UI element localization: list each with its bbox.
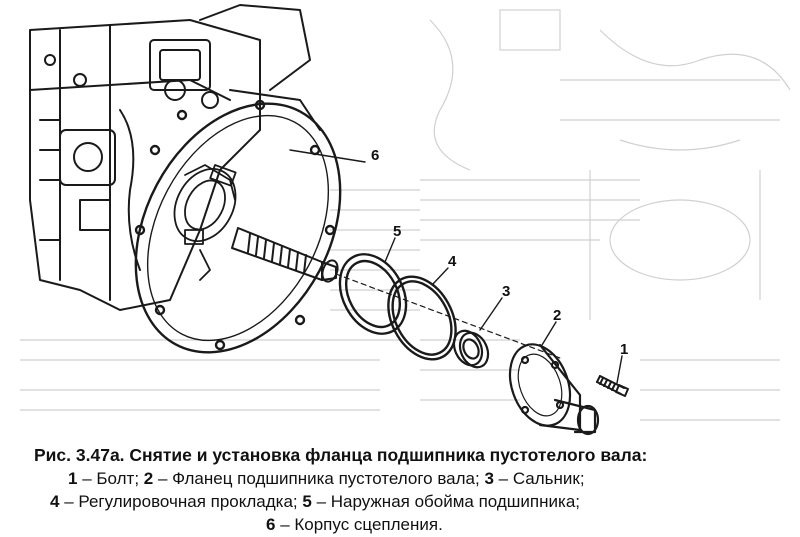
callout-1: 1	[620, 341, 628, 358]
legend-num-1: 1	[68, 469, 78, 488]
callout-3: 3	[502, 283, 510, 300]
legend-num-6: 6	[266, 515, 276, 534]
callout-6: 6	[371, 147, 379, 164]
leader-lines	[289, 149, 623, 384]
legend-line-3: 6 – Корпус сцепления.	[34, 513, 784, 536]
legend-num-2: 2	[143, 469, 154, 488]
legend-num-5: 5	[302, 492, 312, 511]
oil-seal	[452, 329, 490, 369]
bearing-flange	[508, 343, 600, 436]
legend-num-3: 3	[484, 469, 494, 488]
outer-bearing-race	[338, 253, 408, 335]
legend-text-4: – Регулировочная прокладка;	[59, 492, 303, 511]
legend-text-5: – Наружная обойма подшипника;	[311, 492, 581, 511]
inner-bearing-assembly	[173, 164, 237, 281]
legend-text-2: – Фланец подшипника пустотелого вала;	[153, 469, 485, 488]
callout-2: 2	[553, 307, 561, 324]
assembly-axis	[335, 273, 561, 359]
figure-caption: Рис. 3.47а. Снятие и установка фланца по…	[34, 444, 784, 536]
callout-4: 4	[448, 253, 457, 270]
gearbox-body	[29, 4, 321, 311]
caption-title: Рис. 3.47а. Снятие и установка фланца по…	[34, 445, 648, 465]
legend-num-4: 4	[50, 492, 60, 511]
hollow-shaft	[231, 227, 339, 283]
bolt	[596, 375, 629, 397]
legend-line-2: 4 – Регулировочная прокладка; 5 – Наружн…	[34, 490, 784, 513]
clutch-housing	[134, 99, 342, 354]
adjusting-shim	[387, 275, 457, 361]
legend-text-1: – Болт;	[77, 469, 144, 488]
legend-text-3: – Сальник;	[493, 469, 585, 488]
callout-5: 5	[393, 223, 401, 240]
exploded-view-drawing: 6 5 4 3 2 1	[29, 4, 629, 436]
legend-line-1: 1 – Болт; 2 – Фланец подшипника пустотел…	[34, 467, 784, 490]
legend-text-6: – Корпус сцепления.	[275, 515, 443, 534]
